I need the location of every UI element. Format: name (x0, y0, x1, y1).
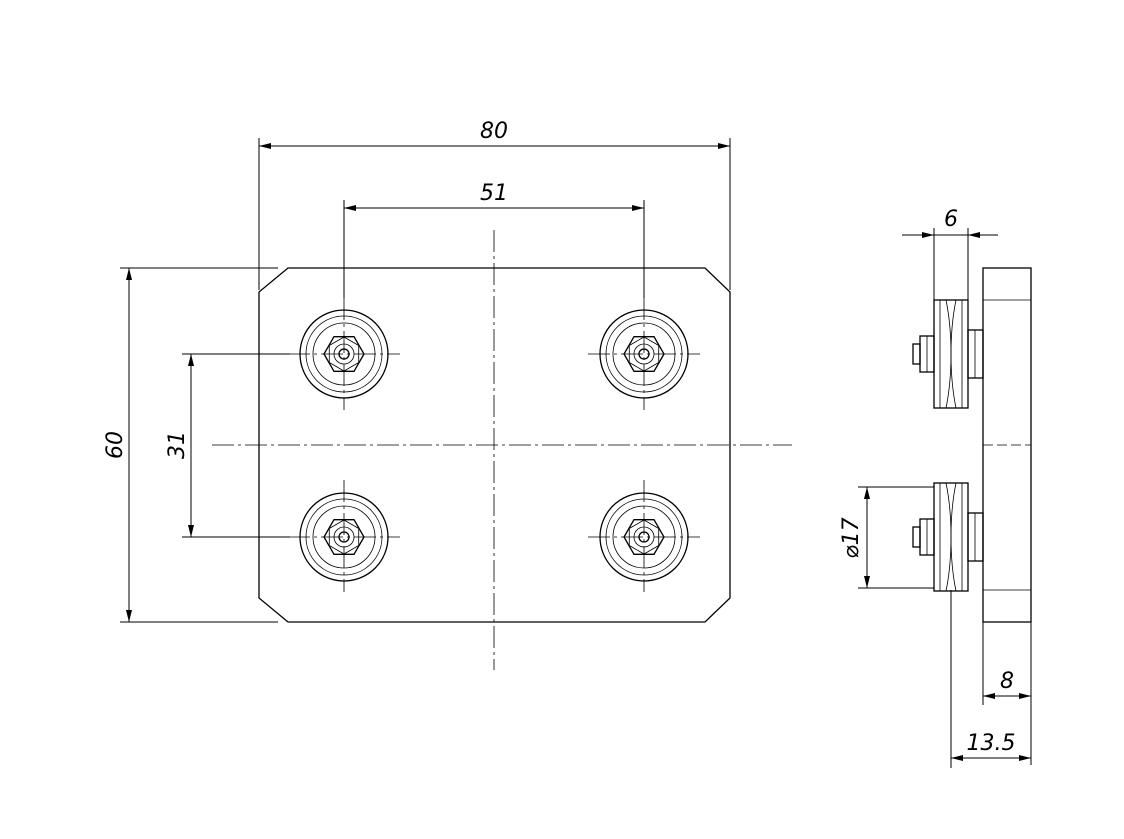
front-view: 80 51 60 31 (103, 119, 792, 670)
dimension-wheel-spacing-horizontal: 51 (343, 181, 645, 298)
wheel-bottom-right (599, 492, 689, 582)
svg-text:⌀17: ⌀17 (839, 517, 864, 558)
wheel-top-left (299, 309, 389, 399)
side-wheel-bottom (912, 482, 984, 592)
dimension-plate-thickness: 8 (982, 622, 1032, 765)
svg-text:13.5: 13.5 (967, 731, 1016, 756)
dimension-overall-height: 60 (103, 267, 278, 623)
side-plate (982, 267, 1032, 623)
side-wheel-top (912, 299, 984, 409)
svg-text:60: 60 (103, 431, 128, 459)
svg-text:80: 80 (480, 119, 508, 144)
dimension-wheel-width: 6 (902, 207, 998, 300)
svg-text:8: 8 (1000, 669, 1014, 694)
mounting-plate (258, 267, 731, 623)
dimension-total-depth: 13.5 (950, 590, 1031, 768)
wheel-bottom-left (299, 492, 389, 582)
dimension-wheel-spacing-vertical: 31 (165, 353, 290, 538)
dimension-wheel-diameter: ⌀17 (839, 486, 934, 589)
svg-text:6: 6 (944, 207, 958, 232)
side-view: 6 ⌀17 8 13.5 (839, 207, 1032, 768)
dimension-overall-width: 80 (258, 119, 731, 290)
wheel-top-right (599, 309, 689, 399)
svg-text:31: 31 (165, 431, 190, 459)
svg-text:51: 51 (480, 181, 508, 206)
